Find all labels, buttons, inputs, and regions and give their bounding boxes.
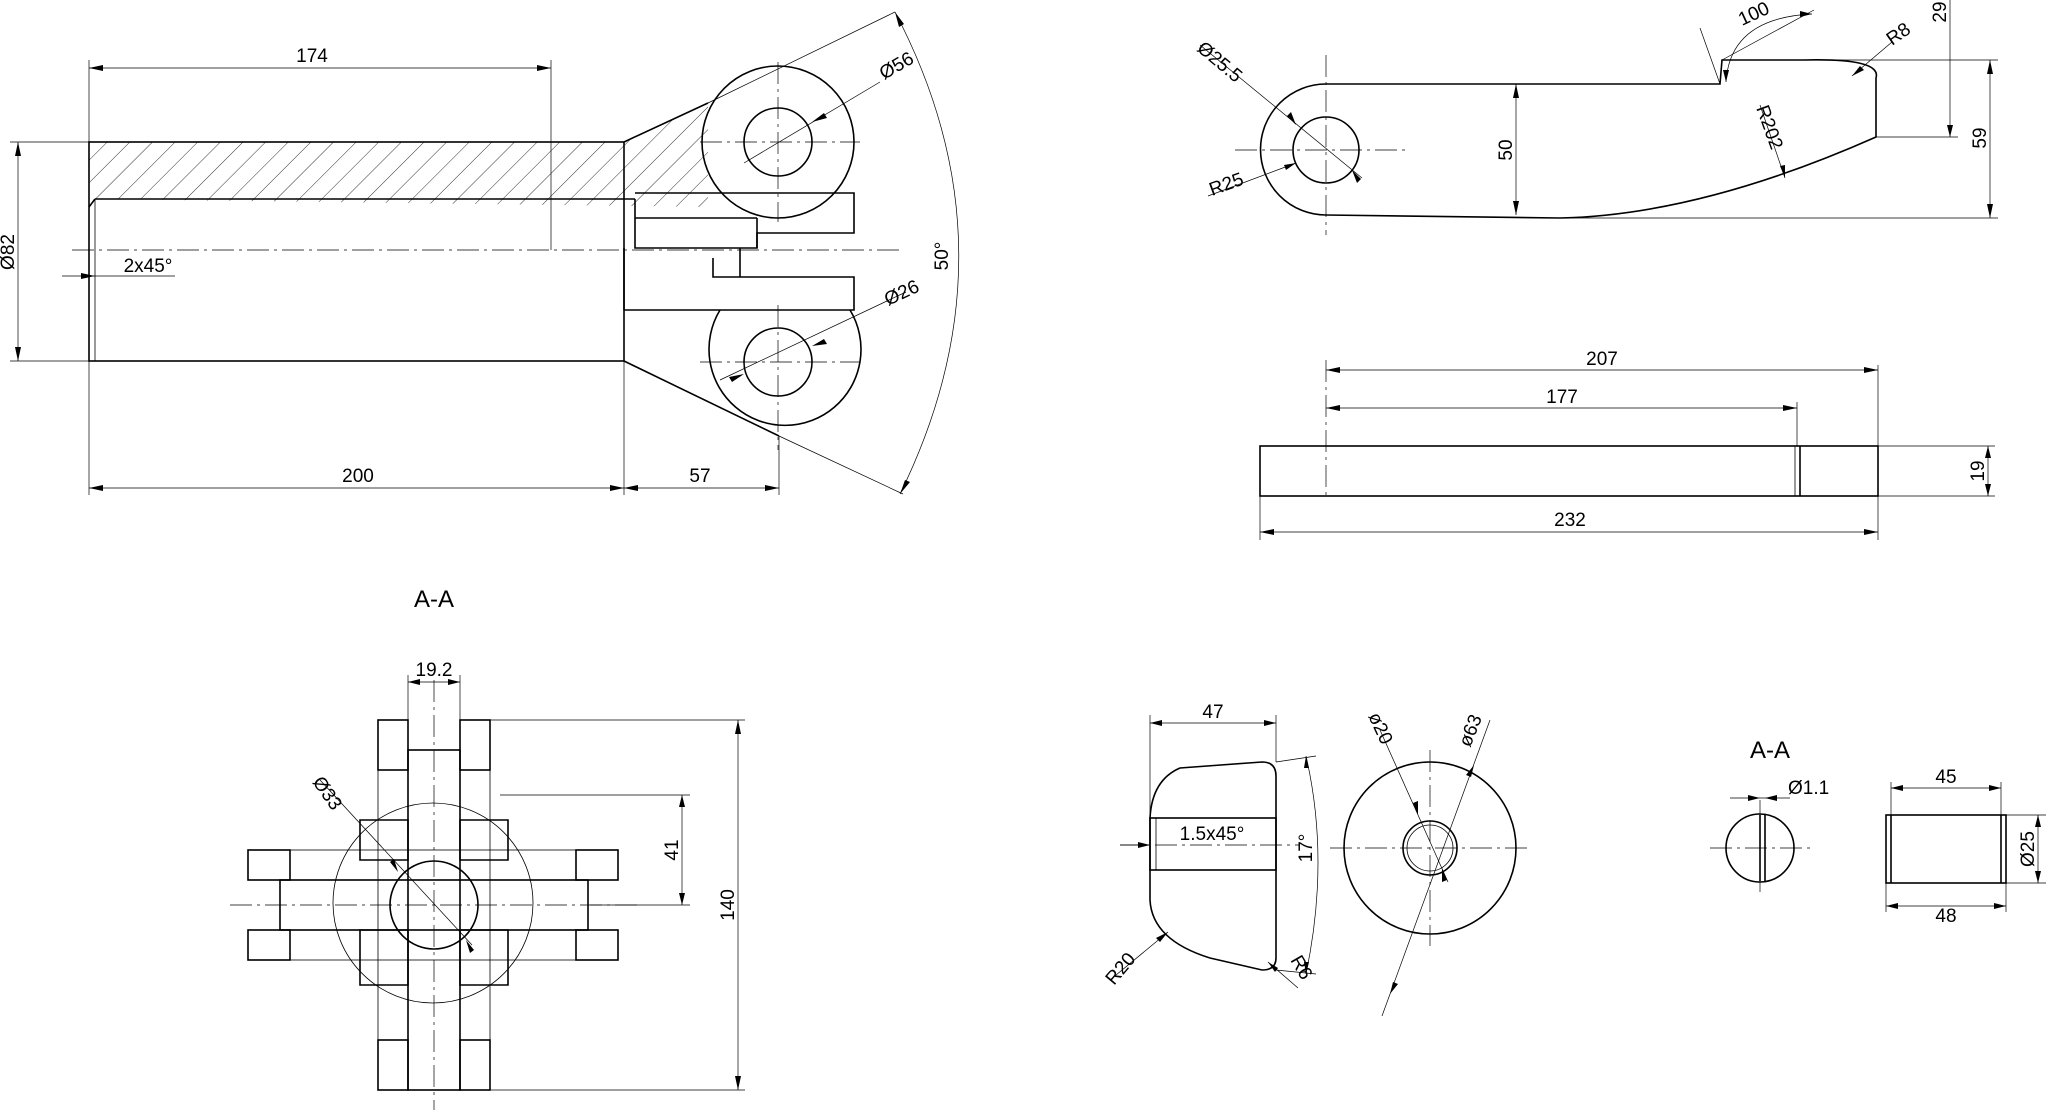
dim-48: 48 [1935,906,1956,927]
dim-dia-82: Ø82 [0,234,19,270]
section-aa-cross-view: A-A 19.2 Ø33 [230,586,745,1110]
pin-view: A-A Ø1.1 45 48 Ø25 [1710,737,2046,927]
lever-top-view: 100 Ø25.5 R25 50 R202 R8 29 59 [1193,0,1998,235]
dim-57: 57 [689,466,710,487]
main-assembly-view: 174 200 57 Ø82 2x45° Ø56 Ø26 50° [0,11,960,495]
dim-r6: R6 [1286,952,1316,984]
dim-angle-50: 50° [932,242,953,271]
dim-200: 200 [342,466,374,487]
dim-r25: R25 [1207,169,1247,201]
dim-174: 174 [296,46,328,67]
bushing-section-view: 47 1.5x45° 17° R20 R6 ø20 ø63 [1102,702,1530,1017]
lower-boss [708,309,862,427]
bushing-profile [1149,761,1277,971]
dim-dia-25-5: Ø25.5 [1193,38,1246,87]
pin-section-title: A-A [1750,737,1790,764]
dim-29: 29 [1930,1,1951,22]
dim-dia-33: Ø33 [308,773,346,814]
dim-59: 59 [1970,127,1991,148]
lever-side-view: 207 177 232 19 [1259,349,1995,540]
dim-dia-26: Ø26 [881,276,922,310]
dim-angle-100: 100 [1735,0,1773,31]
dim-dia-1-1: Ø1.1 [1788,778,1829,799]
dim-45: 45 [1935,767,1956,788]
dim-angle-17: 17° [1296,834,1317,863]
dim-47: 47 [1202,702,1223,723]
dim-dia-63: ø63 [1455,712,1487,750]
cross-backing-disk [332,802,534,1004]
dim-dia-20: ø20 [1363,709,1396,748]
tube-hatched-section [89,103,708,207]
section-aa-title: A-A [414,586,454,613]
dim-19-2: 19.2 [416,660,453,681]
fork-lower-arm [623,360,780,437]
dim-177: 177 [1546,387,1578,408]
dim-dia-25: Ø25 [2018,831,2039,867]
fork-upper-arm [623,102,709,143]
dim-207: 207 [1586,349,1618,370]
dim-chamfer-2x45: 2x45° [124,256,173,277]
dim-232: 232 [1554,510,1586,531]
dim-r202: R202 [1751,103,1786,153]
lever-side-body [1259,445,1879,497]
dim-dia-56: Ø56 [876,48,918,84]
dim-41: 41 [662,839,683,860]
dim-50: 50 [1496,139,1517,160]
dim-140: 140 [718,889,739,921]
dim-r20: R20 [1102,949,1140,989]
pin-side-body [1885,814,2007,884]
dim-19: 19 [1968,460,1989,481]
dim-chamfer-1-5x45: 1.5x45° [1180,824,1245,845]
